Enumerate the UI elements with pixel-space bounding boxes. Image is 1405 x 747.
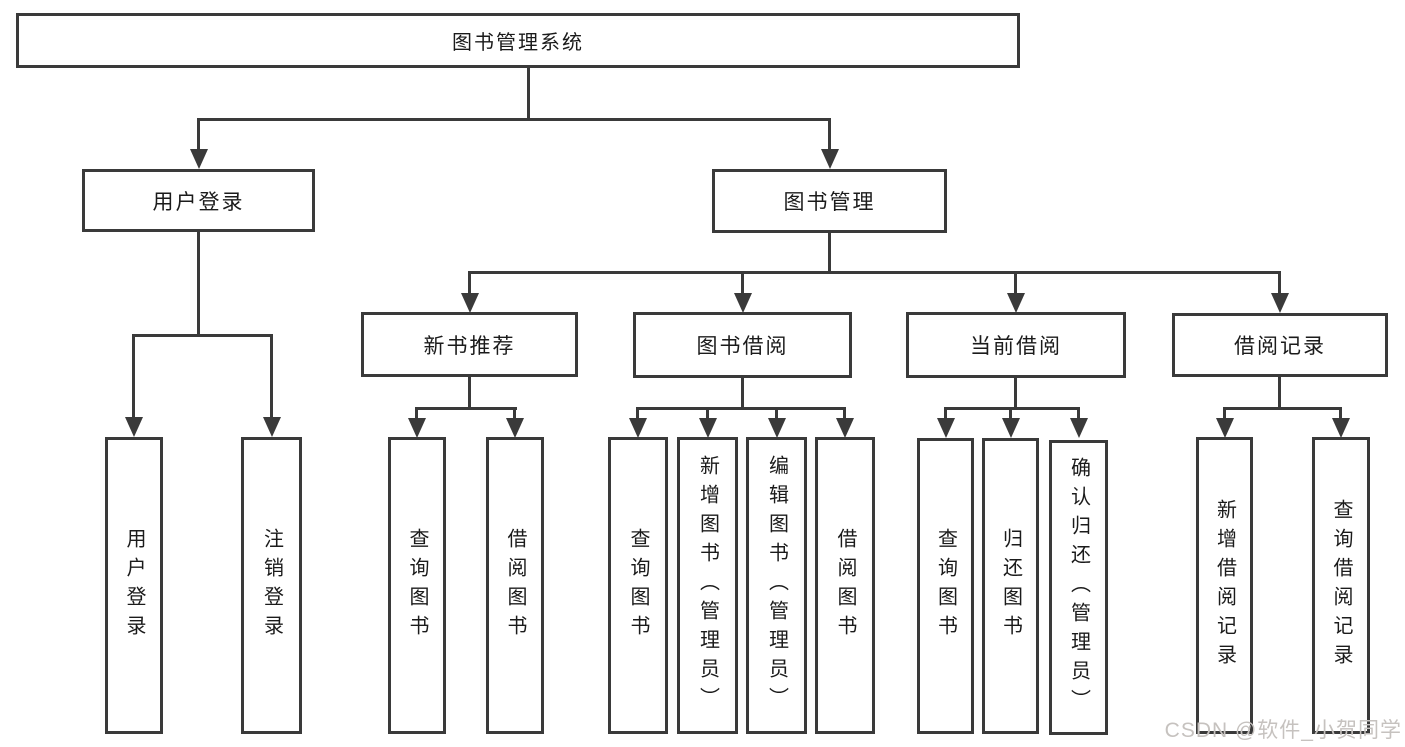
edge-mgmt-stem: [828, 232, 831, 274]
node-new-book-recommend-label: 新书推荐: [423, 334, 516, 358]
leaf-recommend-borrow-books-label: 借阅图书: [504, 527, 526, 644]
leaf-add-books-admin-label: 新增图书（管理员）: [696, 455, 719, 716]
leaf-recommend-query-books: 查询图书: [388, 437, 446, 734]
node-current-borrow: 当前借阅: [906, 312, 1126, 378]
leaf-return-books: 归还图书: [982, 438, 1039, 734]
leaf-add-borrow-record: 新增借阅记录: [1196, 437, 1253, 734]
leaf-current-query-books: 查询图书: [917, 438, 974, 734]
leaf-current-query-books-label: 查询图书: [934, 528, 957, 644]
edge-borrow-stem: [741, 377, 744, 410]
watermark: CSDN @软件_小贺同学: [1164, 719, 1402, 742]
edge-login-drop-2: [270, 334, 273, 419]
node-root-label: 图书管理系统: [452, 32, 584, 54]
arrow-down-icon: [734, 293, 752, 313]
node-root: 图书管理系统: [16, 13, 1020, 68]
edge-borrow-drop-3: [775, 407, 778, 420]
arrow-down-icon: [699, 418, 717, 438]
arrow-down-icon: [836, 418, 854, 438]
arrow-down-icon: [1002, 418, 1020, 438]
arrow-down-icon: [461, 293, 479, 313]
edge-recommend-rail: [415, 407, 517, 410]
leaf-logout: 注销登录: [241, 437, 302, 734]
edge-records-drop-2: [1339, 407, 1342, 420]
node-book-borrow-label: 图书借阅: [696, 335, 789, 358]
edge-mgmt-drop-2: [741, 271, 744, 295]
leaf-query-borrow-record-label: 查询借阅记录: [1330, 498, 1352, 673]
edge-borrow-drop-2: [706, 407, 709, 420]
leaf-edit-books-admin: 编辑图书（管理员）: [746, 437, 807, 734]
arrow-down-icon: [629, 418, 647, 438]
edge-borrow-drop-1: [636, 407, 639, 420]
leaf-borrow-query-books: 查询图书: [608, 437, 668, 734]
arrow-down-icon: [768, 418, 786, 438]
leaf-borrow-books: 借阅图书: [815, 437, 875, 734]
arrow-down-icon: [1332, 418, 1350, 438]
edge-records-stem: [1278, 377, 1281, 410]
edge-records-drop-1: [1223, 407, 1226, 420]
edge-records-rail: [1223, 407, 1342, 410]
edge-mgmt-drop-3: [1014, 271, 1017, 295]
leaf-user-login: 用户登录: [105, 437, 163, 734]
edge-recommend-stem: [468, 376, 471, 410]
edge-borrow-drop-4: [843, 407, 846, 420]
node-book-management-label: 图书管理: [783, 191, 876, 214]
edge-root-drop-left: [197, 118, 200, 151]
arrow-down-icon: [190, 149, 208, 169]
leaf-confirm-return-admin-label: 确认归还（管理员）: [1067, 457, 1090, 718]
node-new-book-recommend: 新书推荐: [361, 312, 578, 377]
node-user-login: 用户登录: [82, 169, 315, 232]
leaf-add-books-admin: 新增图书（管理员）: [677, 437, 738, 734]
arrow-down-icon: [821, 149, 839, 169]
edge-root-rail: [197, 118, 831, 121]
leaf-query-borrow-record: 查询借阅记录: [1312, 437, 1370, 734]
leaf-recommend-borrow-books: 借阅图书: [486, 437, 544, 734]
leaf-user-login-label: 用户登录: [123, 527, 145, 644]
node-book-borrow: 图书借阅: [633, 312, 852, 378]
node-book-management: 图书管理: [712, 169, 947, 233]
edge-recommend-drop-1: [415, 407, 418, 420]
edge-mgmt-drop-1: [468, 271, 471, 295]
node-borrow-records-label: 借阅记录: [1234, 335, 1326, 358]
arrow-down-icon: [1271, 293, 1289, 313]
arrow-down-icon: [263, 417, 281, 437]
edge-root-stem: [527, 67, 530, 120]
leaf-borrow-books-label: 借阅图书: [834, 527, 856, 644]
edge-mgmt-drop-4: [1278, 271, 1281, 295]
leaf-add-borrow-record-label: 新增借阅记录: [1213, 498, 1236, 673]
edge-recommend-drop-2: [513, 407, 516, 420]
arrow-down-icon: [1070, 418, 1088, 438]
arrow-down-icon: [408, 418, 426, 438]
arrow-down-icon: [125, 417, 143, 437]
edge-mgmt-rail: [468, 271, 1281, 274]
leaf-confirm-return-admin: 确认归还（管理员）: [1049, 440, 1108, 735]
edge-current-rail: [944, 407, 1080, 410]
edge-login-rail: [132, 334, 273, 337]
edge-current-drop-1: [944, 407, 947, 420]
arrow-down-icon: [1007, 293, 1025, 313]
arrow-down-icon: [937, 418, 955, 438]
edge-current-drop-3: [1077, 407, 1080, 420]
edge-root-drop-right: [828, 118, 831, 151]
edge-current-drop-2: [1009, 407, 1012, 420]
node-user-login-label: 用户登录: [152, 190, 245, 214]
edge-borrow-rail: [636, 407, 846, 410]
leaf-recommend-query-books-label: 查询图书: [406, 527, 428, 644]
leaf-logout-label: 注销登录: [260, 527, 283, 644]
edge-login-stem: [197, 231, 200, 337]
arrow-down-icon: [1216, 418, 1234, 438]
leaf-edit-books-admin-label: 编辑图书（管理员）: [765, 455, 788, 716]
node-borrow-records: 借阅记录: [1172, 313, 1388, 377]
leaf-return-books-label: 归还图书: [999, 528, 1022, 644]
arrow-down-icon: [506, 418, 524, 438]
edge-login-drop-1: [132, 334, 135, 419]
edge-current-stem: [1014, 377, 1017, 410]
leaf-borrow-query-books-label: 查询图书: [627, 527, 649, 644]
node-current-borrow-label: 当前借阅: [970, 335, 1062, 358]
